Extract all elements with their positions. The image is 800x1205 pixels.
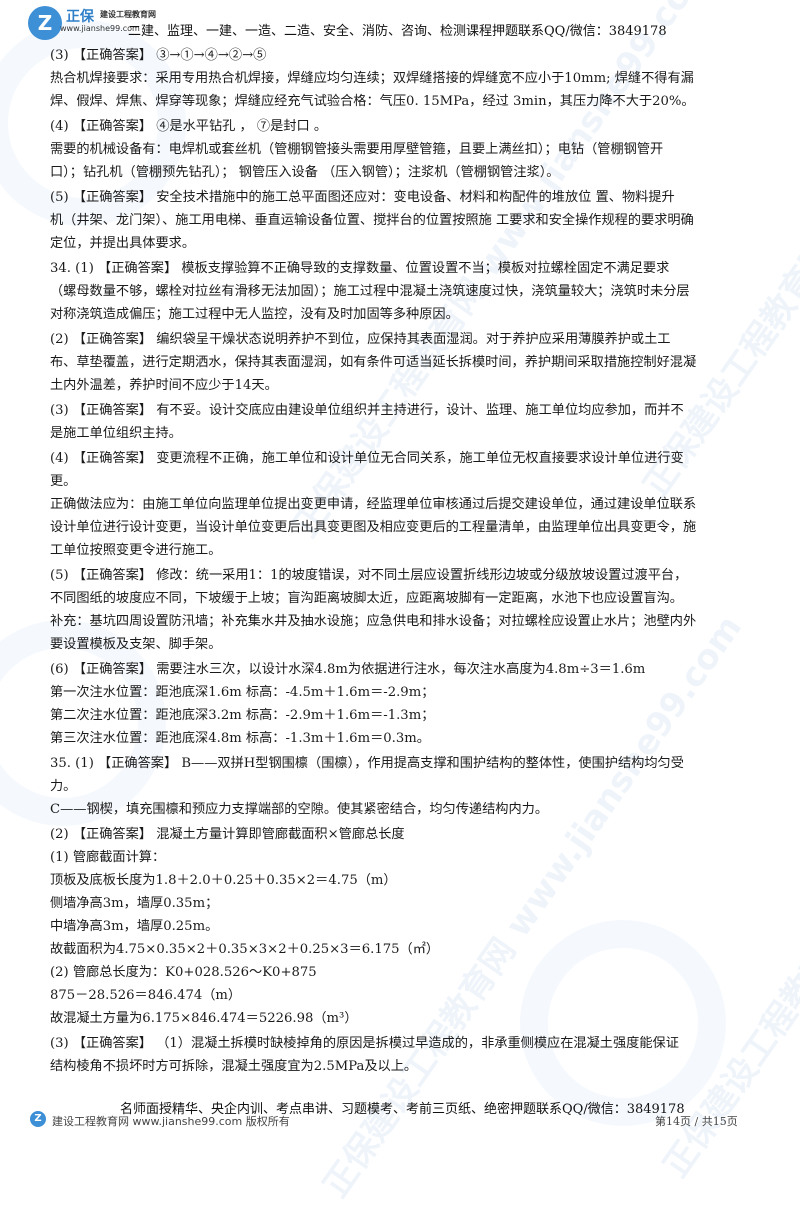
text-line: (3) 【正确答案】 有不妥。设计交底应由建设单位组织并主持进行，设计、监理、施… — [50, 403, 684, 418]
text-line: 工单位按照变更令进行施工。 — [50, 543, 222, 558]
text-line: 力。 — [50, 779, 77, 794]
header-promo-text: 二建、监理、一建、一造、二造、安全、消防、咨询、检测课程押题联系QQ/微信：38… — [128, 24, 667, 39]
text-line: 是施工单位组织主持。 — [50, 426, 182, 441]
text-line: 设计单位进行设计变更，当设计单位变更后出具变更图及相应变更后的工程量清单，由监理… — [50, 520, 697, 535]
logo-subtitle: 建设工程教育网 — [100, 10, 156, 19]
footer-logo-icon: Z — [30, 1111, 46, 1127]
text-line: 故截面积为4.75×0.35×2＋0.35×3×2＋0.25×3＝6.175（㎡… — [50, 942, 440, 957]
answer-paragraph: (2) 【正确答案】 编织袋呈干燥状态说明养护不到位，应保持其表面湿润。对于养护… — [50, 328, 770, 397]
text-line: (2) 【正确答案】 混凝土方量计算即管廊截面积×管廊总长度 — [50, 827, 405, 842]
logo-url: www.jianshe99.com — [60, 24, 140, 33]
text-line: 布、草垫覆盖，进行定期洒水，保持其表面湿润，如有条件可适当延长拆模时间，养护期间… — [50, 355, 697, 370]
text-line: 口）；钻孔机（管棚预先钻孔）； 钢管压入设备 （压入钢管）；注浆机（管棚钢管注浆… — [50, 165, 560, 180]
text-line: 第二次注水位置：距池底深3.2m 标高：-2.9m＋1.6m＝-1.3m； — [50, 708, 435, 723]
text-line: 顶板及底板长度为1.8＋2.0＋0.25＋0.35×2＝4.75（m） — [50, 873, 397, 888]
footer-copyright: 建设工程教育网 www.jianshe99.com 版权所有 — [52, 1115, 290, 1128]
text-line: 结构棱角不损坏时方可拆除，混凝土强度宜为2.5MPa及以上。 — [50, 1059, 418, 1074]
answer-paragraph: (3) 【正确答案】 有不妥。设计交底应由建设单位组织并主持进行，设计、监理、施… — [50, 399, 770, 445]
footer-promo-text: 名师面授精华、央企内训、考点串讲、习题模考、考前三页纸、绝密押题联系QQ/微信：… — [120, 1102, 685, 1117]
text-line: 第三次注水位置：距池底深4.8m 标高：-1.3m＋1.6m＝0.3m。 — [50, 731, 430, 746]
text-line: 875－28.526＝846.474（m） — [50, 988, 242, 1003]
text-line: (2) 【正确答案】 编织袋呈干燥状态说明养护不到位，应保持其表面湿润。对于养护… — [50, 332, 671, 347]
text-line: (3) 【正确答案】 ③→①→④→②→⑤ — [50, 48, 267, 63]
text-line: (6) 【正确答案】 需要注水三次，以设计水深4.8m为依据进行注水，每次注水高… — [50, 662, 646, 677]
text-line: （螺母数量不够，螺栓对拉丝有滑移无法加固）；施工过程中混凝土浇筑速度过快，浇筑量… — [50, 284, 690, 299]
text-line: 第一次注水位置：距池底深1.6m 标高：-4.5m＋1.6m＝-2.9m； — [50, 685, 435, 700]
text-line: 机（井架、龙门架）、施工用电梯、垂直运输设备位置、搅拌台的位置按照施 工要求和安… — [50, 213, 694, 228]
text-line: C——钢楔，填充围檩和预应力支撑端部的空隙。使其紧密结合，均匀传递结构内力。 — [50, 802, 549, 817]
page-footer: 名师面授精华、央企内训、考点串讲、习题模考、考前三页纸、绝密押题联系QQ/微信：… — [0, 1096, 800, 1132]
answer-paragraph: (6) 【正确答案】 需要注水三次，以设计水深4.8m为依据进行注水，每次注水高… — [50, 658, 770, 750]
text-line: 中墙净高3m，墙厚0.25m。 — [50, 919, 219, 934]
answer-paragraph: (2) 【正确答案】 混凝土方量计算即管廊截面积×管廊总长度 (1) 管廊截面计… — [50, 823, 770, 1030]
text-line: (5) 【正确答案】 安全技术措施中的施工总平面图还应对：变电设备、材料和构配件… — [50, 190, 675, 205]
text-line: 补充：基坑四周设置防汛墙；补充集水井及抽水设施；应急供电和排水设备；对拉螺栓应设… — [50, 614, 697, 629]
text-line: 要设置模板及支架、脚手架。 — [50, 637, 222, 652]
text-line: 侧墙净高3m，墙厚0.35m； — [50, 896, 219, 911]
answer-paragraph: (5) 【正确答案】 修改：统一采用1：1的坡度错误，对不同土层应设置折线形边坡… — [50, 564, 770, 656]
answer-paragraph: (3) 【正确答案】 （1）混凝土拆模时缺棱掉角的原因是拆模过早造成的，非承重侧… — [50, 1032, 770, 1078]
page-number: 第14页 / 共15页 — [655, 1115, 738, 1128]
answer-paragraph: (4) 【正确答案】 变更流程不正确，施工单位和设计单位无合同关系，施工单位无权… — [50, 447, 770, 562]
text-line: 焊、假焊、焊焦、焊穿等现象；焊缝应经充气试验合格：气压0. 15MPa，经过 3… — [50, 94, 695, 109]
text-line: 土内外温差，养护时间不应少于14天。 — [50, 378, 278, 393]
page-header: Z 正保 建设工程教育网 www.jianshe99.com 二建、监理、一建、… — [20, 4, 780, 40]
text-line: 对称浇筑造成偏压；施工过程中无人监控，没有及时加固等多种原因。 — [50, 307, 459, 322]
text-line: 定位，并提出具体要求。 — [50, 236, 196, 251]
answer-content: (3) 【正确答案】 ③→①→④→②→⑤ 热合机焊接要求：采用专用热合机焊接，焊缝… — [50, 42, 770, 1078]
brand-logo-icon: Z — [28, 6, 62, 40]
text-line: (1) 管廊截面计算： — [50, 850, 166, 865]
answer-paragraph: (5) 【正确答案】 安全技术措施中的施工总平面图还应对：变电设备、材料和构配件… — [50, 186, 770, 255]
answer-paragraph: 34. (1) 【正确答案】 模板支撑验算不正确导致的支撑数量、位置设置不当；模… — [50, 257, 770, 326]
text-line: (4) 【正确答案】 ④是水平钻孔 ， ⑦是封口 。 — [50, 119, 328, 134]
text-line: 需要的机械设备有：电焊机或套丝机（管棚钢管接头需要用厚壁管箍，且要上满丝扣）；电… — [50, 142, 664, 157]
text-line: 不同图纸的坡度应不同，下坡缓于上坡；盲沟距离坡脚太近，应距离坡脚有一定距离，水池… — [50, 591, 683, 606]
text-line: 更。 — [50, 474, 77, 489]
text-line: 正确做法应为：由施工单位向监理单位提出变更申请，经监理单位审核通过后提交建设单位… — [50, 497, 697, 512]
answer-paragraph: 35. (1) 【正确答案】 B——双拼H型钢围檩（围檩），作用提高支撑和围护结… — [50, 752, 770, 821]
text-line: 热合机焊接要求：采用专用热合机焊接，焊缝应均匀连续；双焊缝搭接的焊缝宽不应小于1… — [50, 71, 694, 86]
text-line: (2) 管廊总长度为：K0+028.526～K0+875 — [50, 965, 317, 980]
text-line: 34. (1) 【正确答案】 模板支撑验算不正确导致的支撑数量、位置设置不当；模… — [50, 261, 670, 276]
text-line: (5) 【正确答案】 修改：统一采用1：1的坡度错误，对不同土层应设置折线形边坡… — [50, 568, 688, 583]
text-line: 35. (1) 【正确答案】 B——双拼H型钢围檩（围檩），作用提高支撑和围护结… — [50, 756, 684, 771]
answer-paragraph: (3) 【正确答案】 ③→①→④→②→⑤ 热合机焊接要求：采用专用热合机焊接，焊缝… — [50, 44, 770, 113]
logo-brand: 正保 — [66, 9, 94, 25]
text-line: (4) 【正确答案】 变更流程不正确，施工单位和设计单位无合同关系，施工单位无权… — [50, 451, 684, 466]
text-line: (3) 【正确答案】 （1）混凝土拆模时缺棱掉角的原因是拆模过早造成的，非承重侧… — [50, 1036, 679, 1051]
text-line: 故混凝土方量为6.175×846.474＝5226.98（m³） — [50, 1011, 358, 1026]
answer-paragraph: (4) 【正确答案】 ④是水平钻孔 ， ⑦是封口 。需要的机械设备有：电焊机或套… — [50, 115, 770, 184]
